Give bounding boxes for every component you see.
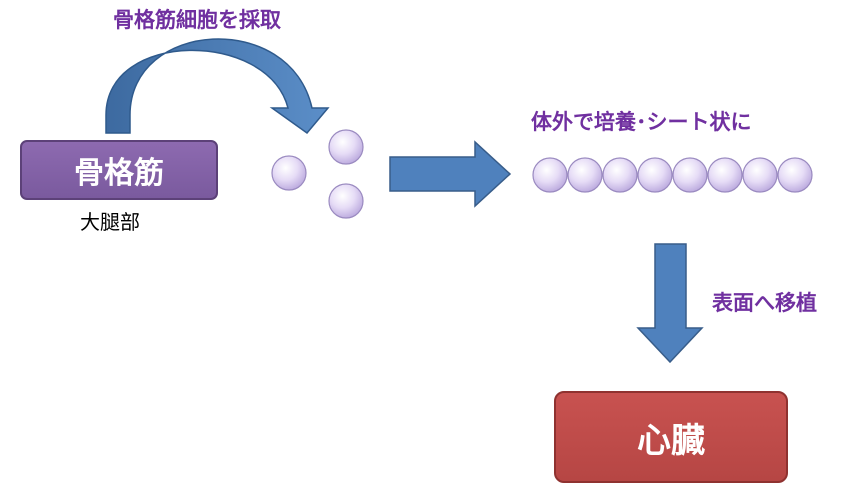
transplant-label: 表面へ移植 bbox=[712, 291, 817, 315]
culture-arrow bbox=[389, 140, 512, 208]
sheet-cell bbox=[707, 157, 743, 193]
harvest-label: 骨格筋細胞を採取 bbox=[113, 8, 281, 32]
curved-harvest-arrow bbox=[105, 38, 330, 135]
harvested-cell bbox=[328, 129, 364, 165]
sheet-cell bbox=[742, 157, 778, 193]
skeletal-muscle-label: 骨格筋 bbox=[74, 156, 164, 191]
cell-sheet bbox=[532, 157, 813, 193]
sheet-cell bbox=[777, 157, 813, 193]
skeletal-muscle-box: 骨格筋 bbox=[20, 140, 218, 200]
culture-label: 体外で培養･シート状に bbox=[531, 110, 752, 134]
thigh-label: 大腿部 bbox=[80, 210, 140, 234]
transplant-arrow bbox=[636, 243, 704, 364]
sheet-cell bbox=[637, 157, 673, 193]
sheet-cell bbox=[567, 157, 603, 193]
heart-box: 心臓 bbox=[554, 391, 788, 483]
sheet-cell bbox=[672, 157, 708, 193]
sheet-cell bbox=[532, 157, 568, 193]
harvested-cell bbox=[328, 183, 364, 219]
sheet-cell bbox=[602, 157, 638, 193]
harvested-cells bbox=[271, 129, 364, 219]
heart-label: 心臓 bbox=[637, 420, 705, 461]
harvested-cell bbox=[271, 155, 307, 191]
